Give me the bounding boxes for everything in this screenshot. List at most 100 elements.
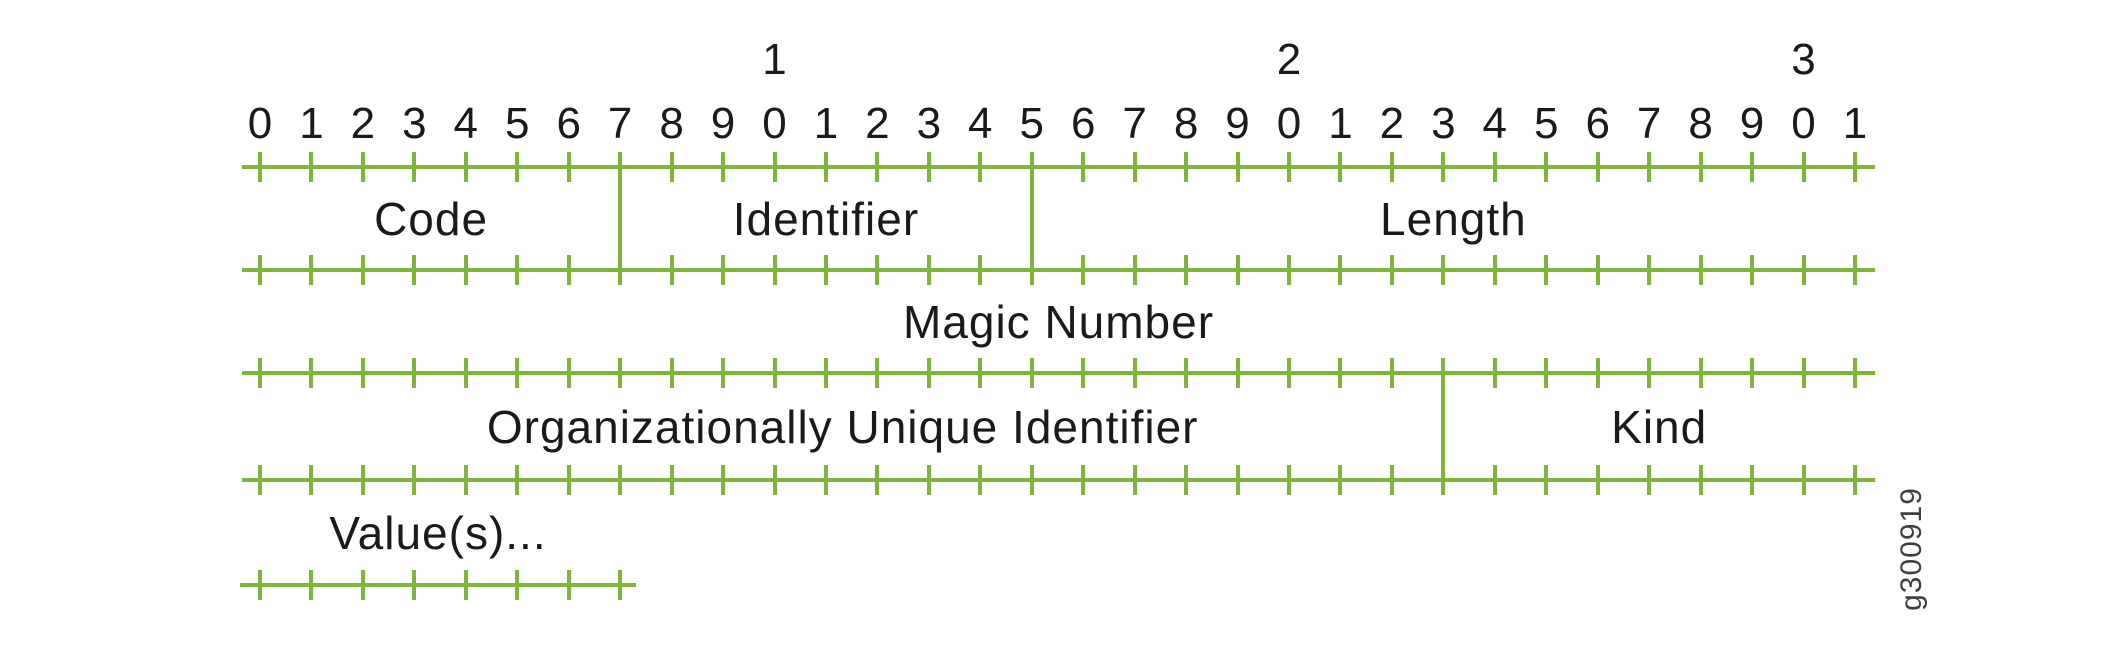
bit-tick — [1801, 465, 1806, 495]
bit-number-label: 1 — [299, 99, 324, 148]
bit-tick — [1595, 358, 1600, 388]
bit-tick — [566, 255, 571, 285]
bit-tick — [1698, 465, 1703, 495]
bit-tick — [360, 358, 365, 388]
bit-tick — [1235, 152, 1240, 182]
bit-tick — [258, 465, 262, 495]
bit-tick — [463, 465, 468, 495]
bit-tick — [978, 255, 983, 285]
bit-tick — [1338, 255, 1343, 285]
bit-tick — [1389, 465, 1394, 495]
bit-tick — [1750, 358, 1755, 388]
bit-tick — [721, 255, 726, 285]
bit-tick — [669, 358, 674, 388]
bit-number-label: 6 — [556, 99, 581, 148]
bit-tick — [1595, 152, 1600, 182]
bit-tick — [566, 358, 571, 388]
bit-tick — [1132, 465, 1137, 495]
bit-tick — [258, 255, 262, 285]
bit-tick — [463, 358, 468, 388]
bit-number-label: 8 — [1688, 99, 1713, 148]
bit-tick — [412, 465, 417, 495]
bit-number-label: 0 — [247, 99, 273, 148]
bit-tick — [1029, 358, 1034, 388]
bit-number-label: 4 — [453, 99, 479, 148]
bit-number-label: 3 — [402, 99, 427, 148]
bit-tick — [515, 358, 520, 388]
bit-tick — [1338, 465, 1343, 495]
field-label: Organizationally Unique Identifier — [486, 400, 1199, 453]
bit-tick — [669, 255, 674, 285]
bit-tick — [1441, 465, 1446, 495]
field-label: Magic Number — [902, 295, 1215, 348]
bit-number-label: 3 — [916, 99, 942, 148]
bit-tick — [1132, 255, 1137, 285]
bit-tick — [926, 255, 931, 285]
bit-tick — [1389, 152, 1394, 182]
bit-number-label: 5 — [1019, 99, 1044, 148]
field-label: Value(s)... — [329, 506, 547, 559]
bit-ruler-line — [242, 152, 1875, 182]
bit-tick — [463, 570, 468, 600]
bit-tick — [412, 152, 417, 182]
bit-tick — [1492, 465, 1497, 495]
bit-decade-label: 2 — [1276, 35, 1302, 84]
bit-tick — [463, 152, 468, 182]
bit-tick — [1852, 465, 1857, 495]
bit-tick — [618, 570, 623, 600]
bit-tick — [1338, 358, 1343, 388]
bit-tick — [669, 152, 674, 182]
bit-number-label: 9 — [710, 99, 736, 148]
bit-tick — [1081, 358, 1086, 388]
bit-tick — [1338, 152, 1343, 182]
bit-number-label: 2 — [1379, 99, 1405, 148]
bit-tick — [1544, 358, 1549, 388]
bit-tick — [463, 255, 468, 285]
bit-tick — [875, 152, 880, 182]
bit-tick — [1029, 255, 1034, 285]
bit-tick — [1647, 152, 1652, 182]
bit-tick — [1595, 255, 1600, 285]
bit-tick — [1492, 358, 1497, 388]
field-label: Kind — [1611, 400, 1708, 453]
bit-tick — [1492, 255, 1497, 285]
bit-number-label: 4 — [968, 99, 993, 148]
bit-tick — [1441, 255, 1446, 285]
field-divider — [1441, 373, 1446, 480]
bit-tick — [1235, 255, 1240, 285]
bit-decade-label: 3 — [1791, 35, 1816, 84]
bit-tick — [309, 358, 314, 388]
bit-tick — [721, 152, 726, 182]
bit-tick — [978, 358, 983, 388]
bit-number-label: 1 — [1842, 99, 1868, 148]
bit-number-label: 8 — [1173, 99, 1199, 148]
bit-tick — [823, 465, 828, 495]
bit-tick — [1287, 152, 1291, 182]
bit-number-label: 5 — [1534, 99, 1559, 148]
bit-tick — [978, 152, 983, 182]
bit-tick — [309, 570, 314, 600]
bit-number-label: 6 — [1585, 99, 1610, 148]
bit-ruler-line — [240, 570, 636, 600]
bit-tick — [1081, 152, 1086, 182]
bit-tick — [1801, 358, 1806, 388]
field-divider — [1029, 167, 1034, 270]
bit-tick — [360, 465, 365, 495]
bit-tick — [978, 465, 983, 495]
bit-number-label: 3 — [1431, 99, 1456, 148]
bit-tick — [1235, 465, 1240, 495]
bit-tick — [926, 465, 931, 495]
bit-tick — [1492, 152, 1497, 182]
bit-tick — [566, 465, 571, 495]
bit-number-label: 6 — [1070, 99, 1096, 148]
bit-tick — [258, 152, 262, 182]
bit-tick — [1184, 255, 1189, 285]
bit-tick — [1698, 358, 1703, 388]
bit-tick — [412, 255, 417, 285]
bit-tick — [772, 465, 777, 495]
bit-tick — [1544, 465, 1549, 495]
bit-tick — [875, 465, 880, 495]
bit-number-label: 0 — [762, 99, 787, 148]
bit-tick — [1544, 152, 1549, 182]
